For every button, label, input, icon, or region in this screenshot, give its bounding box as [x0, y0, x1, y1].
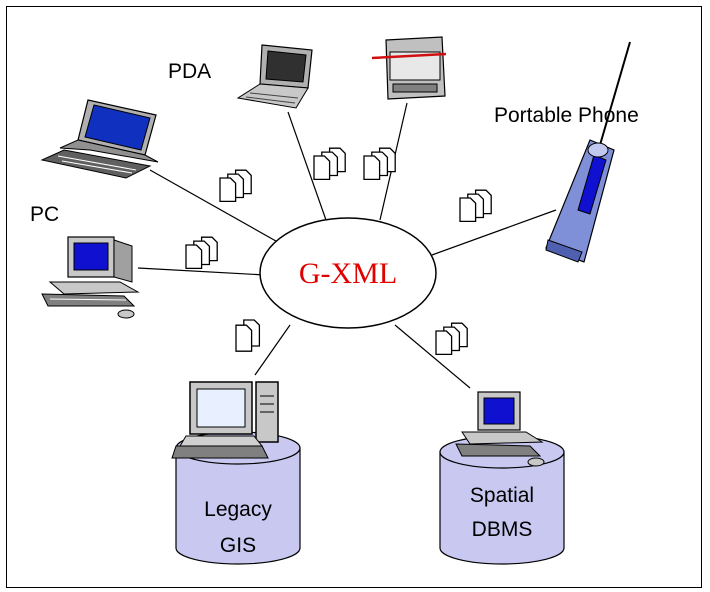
connector-pc: [137, 267, 266, 276]
documents-pc: [185, 236, 218, 270]
pda-label: PDA: [168, 60, 211, 83]
pda-icon: [236, 44, 313, 109]
spatial-dbms-line2: DBMS: [472, 518, 533, 541]
connector-laptop: [149, 169, 284, 246]
connector-spatial: [394, 324, 471, 389]
spatial-dbms-line1: Spatial: [470, 484, 534, 507]
legacy-gis-line2: GIS: [220, 534, 256, 557]
legacy-gis-line1: Legacy: [204, 498, 272, 521]
connector-pda: [287, 111, 327, 221]
documents-legacy: [235, 319, 261, 352]
connector-phone: [431, 209, 557, 256]
documents-phone: [459, 189, 492, 223]
pc-label: PC: [30, 203, 59, 226]
legacy-workstation-icon: [171, 381, 279, 459]
g-xml-ellipse: [259, 217, 437, 329]
spatial-workstation-icon: [455, 391, 545, 467]
portable-phone-label: Portable Phone: [494, 104, 639, 127]
g-xml-label: G-XML: [299, 257, 397, 290]
documents-pda: [313, 147, 346, 181]
portable-phone-icon: [545, 41, 631, 263]
pc-icon: [41, 236, 140, 319]
documents-spatial: [435, 322, 468, 356]
connector-legacy: [254, 324, 291, 376]
laptop-icon: [40, 99, 159, 179]
documents-laptop: [219, 169, 252, 203]
communicator-icon: [371, 36, 447, 100]
